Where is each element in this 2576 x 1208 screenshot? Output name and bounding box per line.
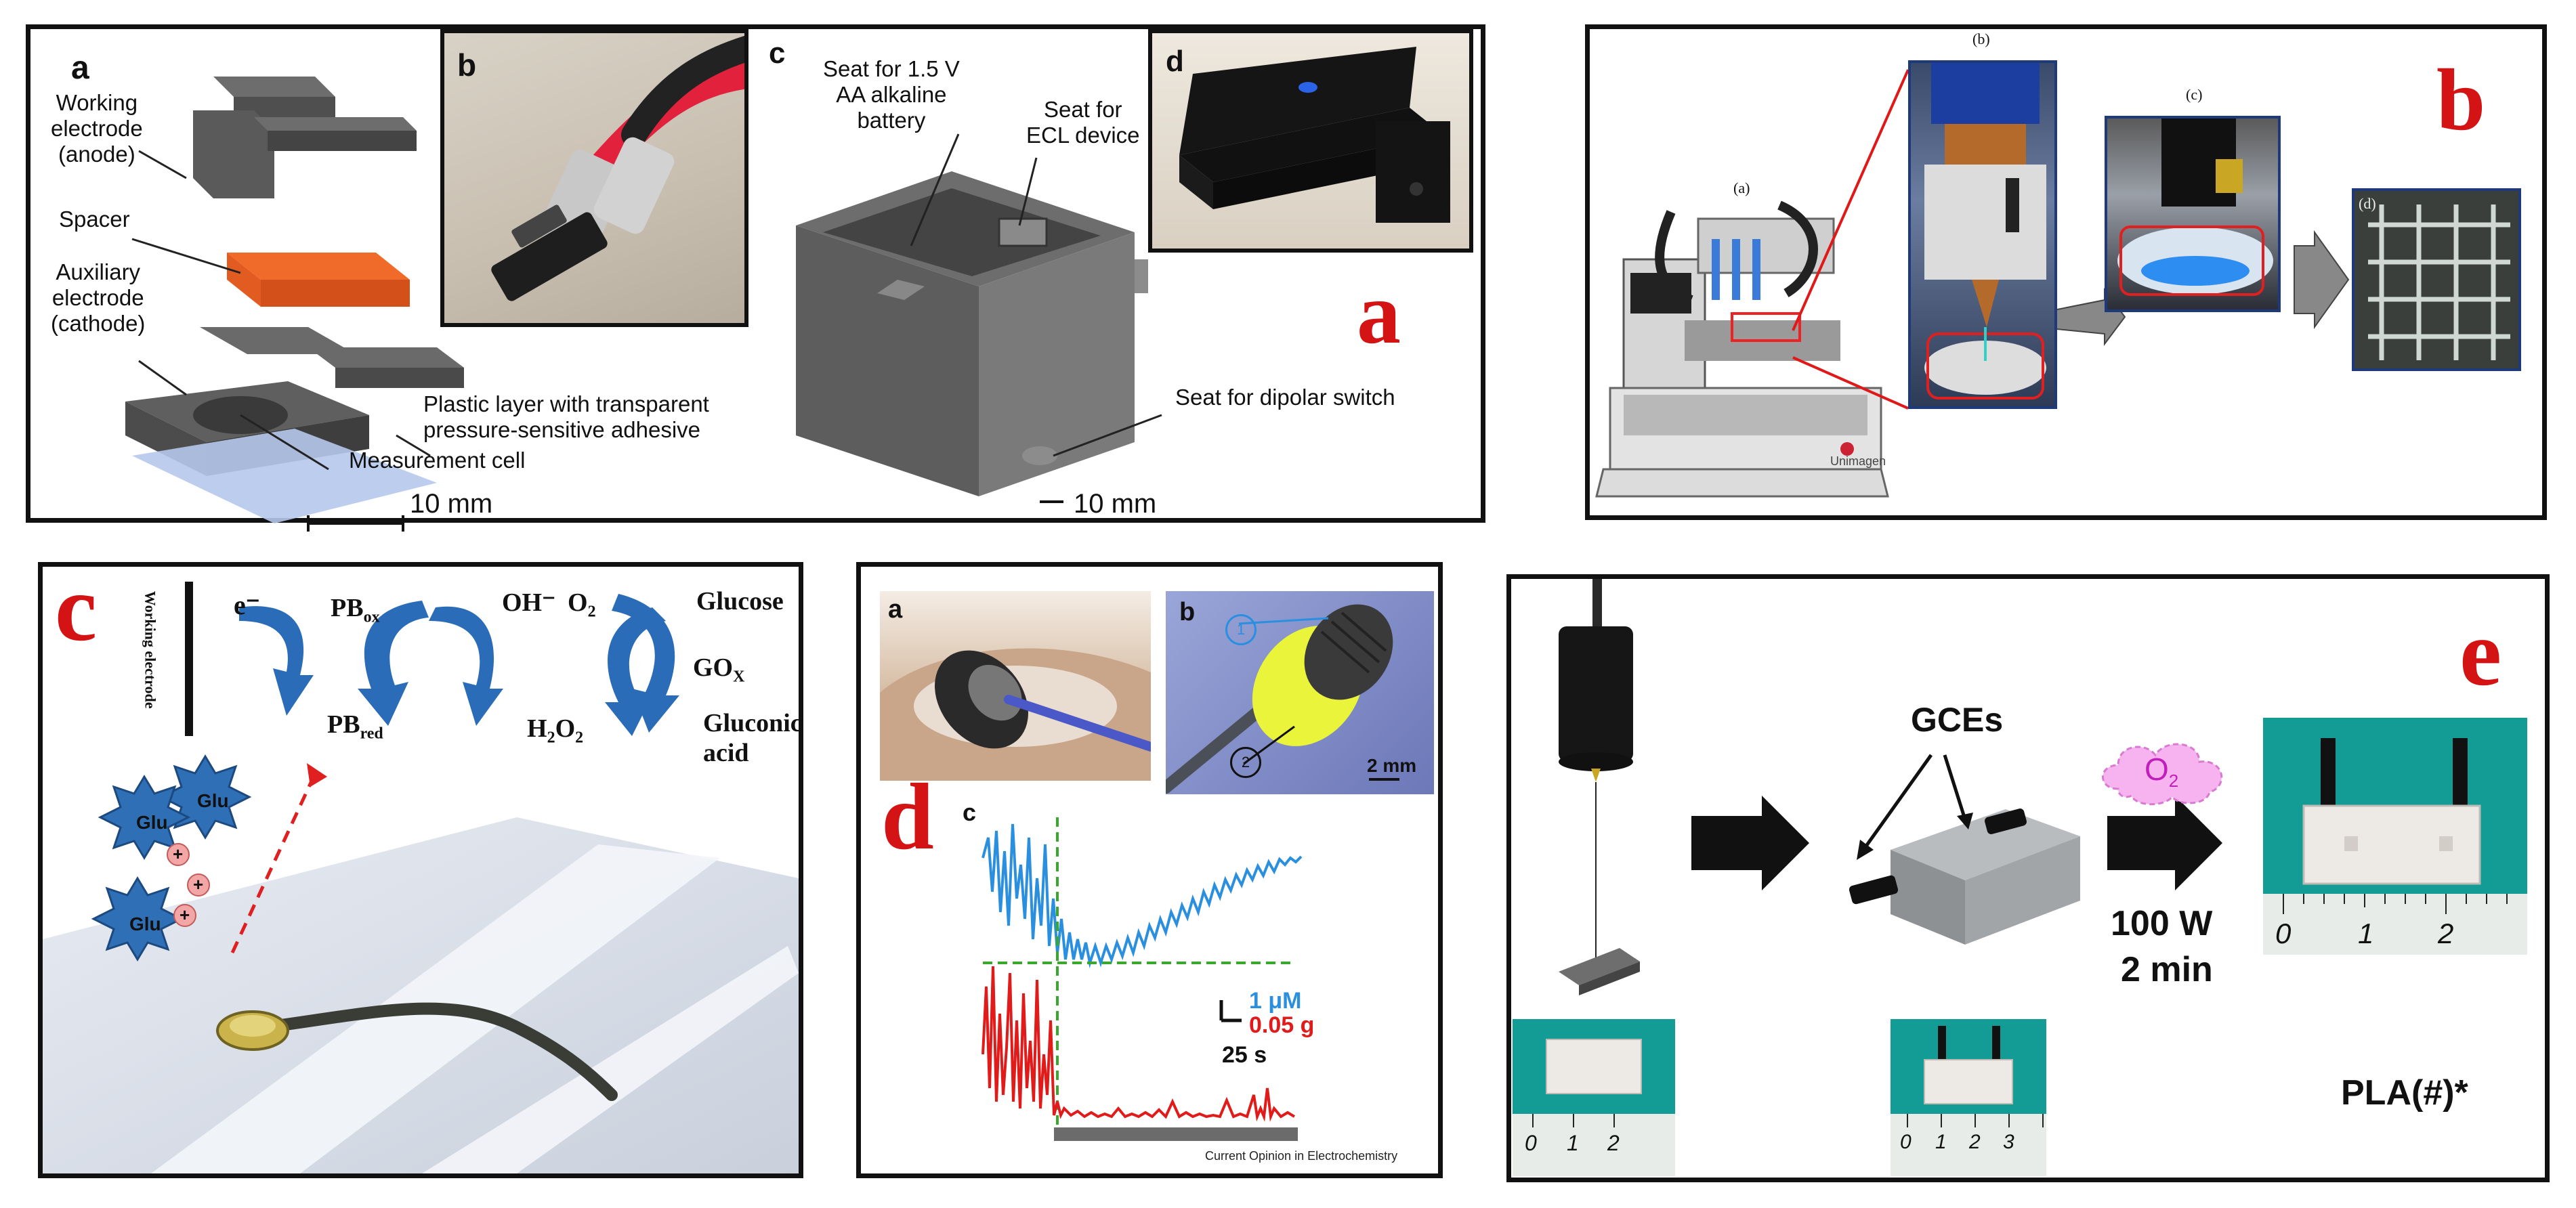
photo-treated-electrode: 0 1 2 [2263,718,2527,955]
small-ruler-mark-1: 1 [1567,1131,1579,1155]
sub-label-b: (b) [1972,30,1990,47]
oxygen-label: O2 [2145,752,2179,792]
sub-letter-d: d [1166,45,1184,78]
journal-credit: Current Opinion in Electrochemistry [1205,1149,1398,1163]
label-measurement-cell: Measurement cell [349,448,526,473]
panel-a-letter: a [1357,265,1401,362]
label-auxiliary-electrode: Auxiliary electrode (cathode) [51,259,146,336]
ruler-mark-1: 1 [2358,918,2374,949]
sub-label-a: (a) [1733,179,1750,196]
hydrogen-peroxide-label: H2O2 [527,714,584,747]
small-ruler-mark-2: 2 [1607,1131,1620,1155]
label-dipolar-switch-seat: Seat for dipolar switch [1175,385,1395,410]
glu-molecule-2: Glu [136,812,168,833]
glucose-molecules [91,754,327,962]
photo-printed-plate: 0 1 2 [1513,1019,1675,1176]
photo-printed-grid [2352,188,2521,371]
mid-ruler-mark-0: 0 [1900,1131,1912,1153]
electron-label: e⁻ [234,590,260,620]
scale-time: 25 s [1222,1042,1267,1068]
sub-letter-c: c [963,798,977,826]
panel-e-letter: e [2459,601,2502,706]
label-working-electrode: Working electrode (anode) [51,90,143,167]
panel-b: b (a) Unimagen [1585,24,2547,520]
panel-d: a b 1 2 2 mm d c 1 μM 0.05 g 25 s [856,562,1443,1178]
oxygen-plasma-cloud [2102,743,2223,806]
photo-ecl-device [1148,29,1473,253]
glu-molecule-3: Glu [129,913,161,934]
panel-e: e GCEs O2 100 W 2 min [1506,574,2550,1182]
photo-plasma-treatment [2105,116,2281,312]
bioprinter-photo [1595,200,1889,498]
ruler-mark-0: 0 [2275,918,2292,949]
scale-concentration: 1 μM [1249,988,1302,1014]
printing-nozzle-illustration [1559,579,1640,995]
plasma-power-label: 100 W [2111,904,2213,943]
panel-b-letter: b [2436,51,2486,149]
sub-letter-a: a [888,595,903,624]
prussian-blue-ox-label: PBox [331,594,380,626]
scale-force: 0.05 g [1249,1012,1315,1038]
sub-letter-a: a [71,50,89,86]
plasma-time-label: 2 min [2121,950,2213,989]
gce-block-illustration [1849,808,2080,945]
flexible-substrate-illustration [43,817,799,1173]
label-spacer: Spacer [59,207,130,232]
gce-pointer-arrows [1857,754,1973,860]
photo-printhead-nozzle [1908,60,2057,409]
printer-brand-label: Unimagen [1830,454,1886,468]
sub-label-d: (d) [2359,195,2376,212]
scale-bar-label-2: 10 mm [1074,489,1157,519]
sub-letter-c: c [769,37,786,70]
sample-name-label: PLA(#)* [2341,1073,2468,1113]
electron-transfer-cycle [239,594,679,736]
plus-charge-1: + [173,844,184,864]
photo-sensor-tip [1166,591,1434,794]
gluconic-acid-label: Gluconic acid [703,709,802,767]
scale-bar-label-1: 10 mm [410,489,493,519]
scale-bar-label: 2 mm [1367,755,1417,776]
working-electrode-label: Working electrode [142,590,159,709]
photo-electrode-with-gces: 0 1 2 3 [1891,1019,2046,1176]
small-ruler-mark-0: 0 [1525,1131,1537,1155]
photo-alligator-clips [440,29,748,327]
hydroxide-label: OH⁻ [502,588,556,617]
prussian-blue-red-label: PBred [327,710,383,743]
sub-letter-b: b [1179,598,1196,626]
mid-ruler-mark-2: 2 [1969,1131,1981,1153]
label-ecl-seat: Seat for ECL device [1026,97,1140,148]
panel-d-letter: d [881,764,934,869]
panel-c: c Working electrode e⁻ PBox PBred OH⁻ O2… [38,556,803,1178]
recording-traces [981,817,1303,1141]
glucose-label: Glucose [696,587,784,616]
sub-letter-b: b [457,47,477,83]
mid-ruler-mark-3: 3 [2003,1131,2014,1153]
process-arrows [1691,796,2222,890]
sub-label-c: (c) [2186,86,2203,103]
label-plastic-layer: Plastic layer with transparent pressure-… [423,391,709,442]
label-circle-1: 1 [1225,614,1257,645]
working-electrode-bar [185,582,193,736]
mid-ruler-mark-1: 1 [1935,1131,1947,1153]
ruler-mark-2: 2 [2438,918,2454,949]
glucose-oxidase-label: GOX [693,653,745,686]
panel-c-letter: c [55,556,98,661]
gces-label: GCEs [1911,701,2004,739]
glu-molecule-1: Glu [197,790,229,811]
panel-a: a a Working electrode (anode) Spac [26,24,1485,532]
illustration-implant-in-tissue [880,591,1151,781]
zoom-lines [1792,69,2350,410]
ecl-housing-diagram [796,133,1162,503]
plus-charge-3: + [180,905,190,925]
label-circle-2: 2 [1230,747,1261,778]
plus-charge-2: + [193,874,204,894]
label-battery-seat: Seat for 1.5 V AA alkaline battery [823,56,960,133]
oxygen-label: O2 [568,588,596,621]
exploded-electrode-diagram [125,77,464,532]
